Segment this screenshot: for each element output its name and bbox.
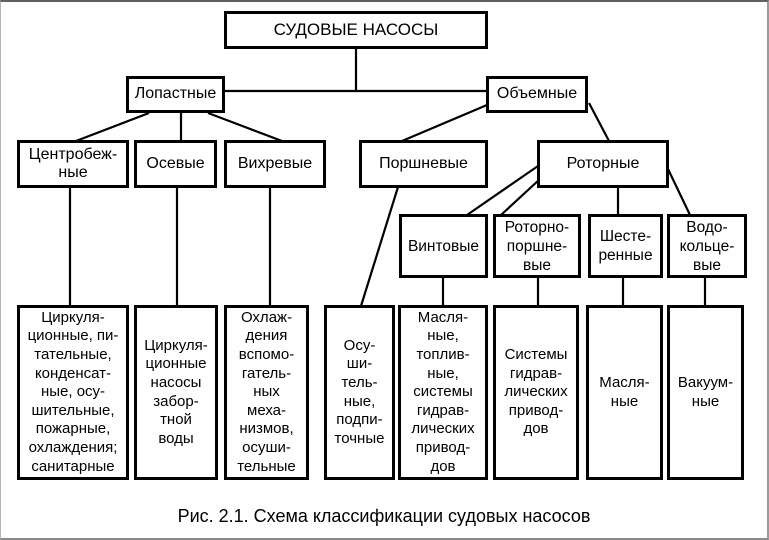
leaf-shesterennye-uses: Масля- ные <box>586 305 663 480</box>
node-shesterennye: Шесте- ренные <box>588 214 663 278</box>
leaf-vihrevye-uses: Охлаж- дения вспомо- гатель- ных меха- н… <box>224 305 309 480</box>
node-lopastnye: Лопастные <box>126 76 225 113</box>
node-vodokolcevye: Водо- кольце- вые <box>667 214 747 278</box>
leaf-osevye-uses: Циркуля- ционные насосы забор- тной воды <box>134 305 218 480</box>
node-vihrevye: Вихревые <box>224 140 326 188</box>
leaf-rotorno-porshnevye-uses: Системы гидрав- лических привод- дов <box>493 305 579 480</box>
leaf-vintovye-uses: Масля- ные, топлив- ные, системы гидрав-… <box>398 305 488 480</box>
leaf-porshnevye-uses: Осу- ши- тель- ные, подпи- точные <box>324 305 395 480</box>
node-vintovye: Винтовые <box>399 214 488 278</box>
node-porshnevye: Поршневые <box>359 140 488 188</box>
node-rotornye: Роторные <box>537 140 669 188</box>
node-obemnye: Объемные <box>486 76 588 113</box>
node-osevye: Осевые <box>134 140 217 188</box>
node-rotorno-porshnevye: Роторно- поршне- вые <box>493 214 581 278</box>
node-centrobezhnye: Центробеж- ные <box>17 140 129 188</box>
leaf-centrobezhnye-uses: Циркуля- ционные, пи- тательные, конденс… <box>17 305 129 480</box>
node-ship-pumps: СУДОВЫЕ НАСОСЫ <box>224 11 488 49</box>
leaf-vodokolcevye-uses: Вакуум- ные <box>667 305 744 480</box>
figure-caption: Рис. 2.1. Схема классификации судовых на… <box>177 506 591 526</box>
